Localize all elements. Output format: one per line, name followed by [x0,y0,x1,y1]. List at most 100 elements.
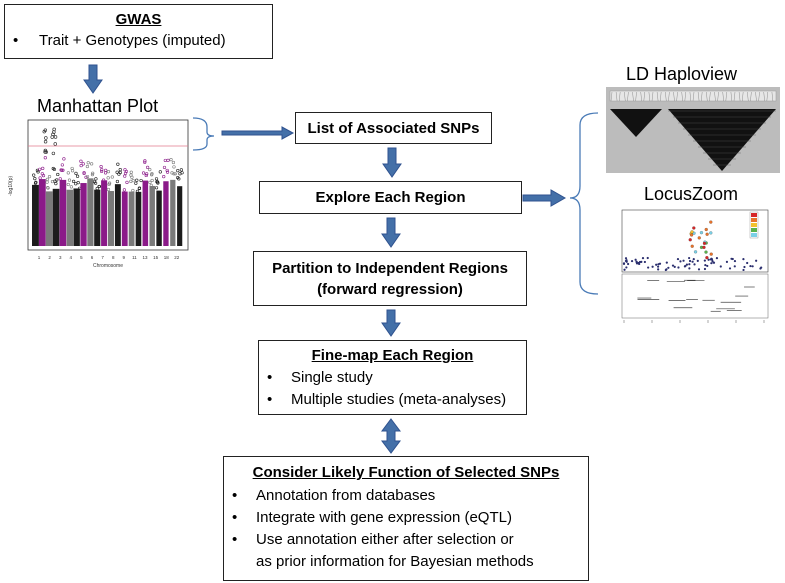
manhattan-label: Manhattan Plot [37,96,159,116]
haploview-tick [627,91,629,102]
manhattan-point [33,177,37,181]
manhattan-point [72,179,76,183]
manhattan-ylabel: -log10(p) [8,176,14,196]
locuszoom-point [676,257,680,261]
locuszoom-point [688,267,691,270]
locuszoom-point [623,268,626,271]
manhattan-point [38,176,42,180]
haploview-tick [643,91,645,102]
arrow-partition-to-finemap [381,309,401,337]
haploview-tick [624,91,626,102]
manhattan-point [47,174,52,179]
haploview-tick [730,91,733,102]
manhattan-xtick: 6 [91,255,94,260]
locuszoom-point [657,268,660,271]
manhattan-column [163,181,169,246]
manhattan-column [121,191,128,246]
haploview-tick [717,91,719,102]
haploview-tick [709,91,711,102]
partition-label-line1: Partition to Independent Regions [272,259,508,277]
manhattan-point [97,185,101,189]
locuszoom-point [704,263,707,267]
manhattan-point [66,171,70,175]
manhattan-point [165,170,170,174]
locuszoom-hit [688,238,692,242]
manhattan-column [114,184,121,246]
locuszoom-hit [692,226,696,230]
manhattan-xtick: 15 [153,255,159,260]
manhattan-column [94,189,101,246]
manhattan-column [149,185,155,246]
locuszoom-point [751,265,754,268]
locuszoom-point [658,262,662,265]
manhattan-point [75,174,80,178]
locuszoom-point [627,262,630,266]
manhattan-point [162,175,166,179]
explore-region-box: Explore Each Region [259,181,522,214]
manhattan-point [62,157,66,161]
manhattan-point [45,177,49,181]
finemap-bullets: Single study Multiple studies (meta-anal… [259,367,526,411]
manhattan-point [146,165,150,169]
locuszoom-point [646,256,649,260]
manhattan-hit-point [53,135,58,139]
locuszoom-point [733,259,737,263]
finemap-title: Fine-map Each Region [311,347,474,364]
manhattan-column [156,190,162,246]
haploview-tick [684,91,686,102]
function-bullet-1: Annotation from databases [224,485,588,507]
locuszoom-point [697,268,701,271]
haploview-tick [697,91,700,102]
manhattan-point [41,173,46,178]
locuszoom-hit [704,227,708,232]
manhattan-point [79,159,83,163]
locuszoom-hit [693,250,698,254]
manhattan-point [76,180,80,185]
manhattan-point [99,164,103,169]
partition-box: Partition to Independent Regions (forwar… [253,251,527,306]
locuszoom-point [709,258,712,261]
arrow-to-associated [221,126,295,140]
locuszoom-point [622,262,626,265]
manhattan-point [58,177,62,181]
arrow-explore-to-partition [381,217,401,248]
manhattan-point [150,172,154,176]
locuszoom-frame [621,209,769,273]
haploview-tick [665,91,667,102]
locuszoom-point [731,257,734,261]
manhattan-point [145,172,149,176]
locuszoom-point [706,264,709,268]
manhattan-point [66,182,70,187]
manhattan-xtick: 5 [80,255,83,260]
locuszoom-point [624,257,628,260]
locuszoom-point [728,267,732,270]
locuszoom-thumbnail [621,209,769,323]
manhattan-point [74,182,78,186]
haploview-tick [750,91,752,102]
locuszoom-point [664,268,667,272]
manhattan-point [123,168,127,172]
manhattan-point [95,186,99,191]
haploview-tick [668,91,670,102]
manhattan-xtick: 11 [132,255,137,260]
manhattan-point [91,171,95,175]
manhattan-point [41,166,45,170]
locuszoom-point [630,259,634,263]
locuszoom-point [637,262,640,265]
locuszoom-point [743,265,746,269]
manhattan-point [141,171,146,175]
function-title: Consider Likely Function of Selected SNP… [252,464,560,481]
locuszoom-point [679,260,682,263]
haploview-tick [648,91,651,102]
haploview-tick [635,91,637,102]
manhattan-point [171,160,176,165]
haploview-tick [755,91,757,102]
manhattan-column [128,191,135,246]
haploview-block-2 [668,109,776,171]
locuszoom-legend-swatch [751,228,757,232]
associated-snps-box: List of Associated SNPs [295,112,492,144]
locuszoom-hit [690,230,694,234]
manhattan-point [56,172,60,177]
haploview-tick [763,91,765,102]
manhattan-point [81,162,85,166]
